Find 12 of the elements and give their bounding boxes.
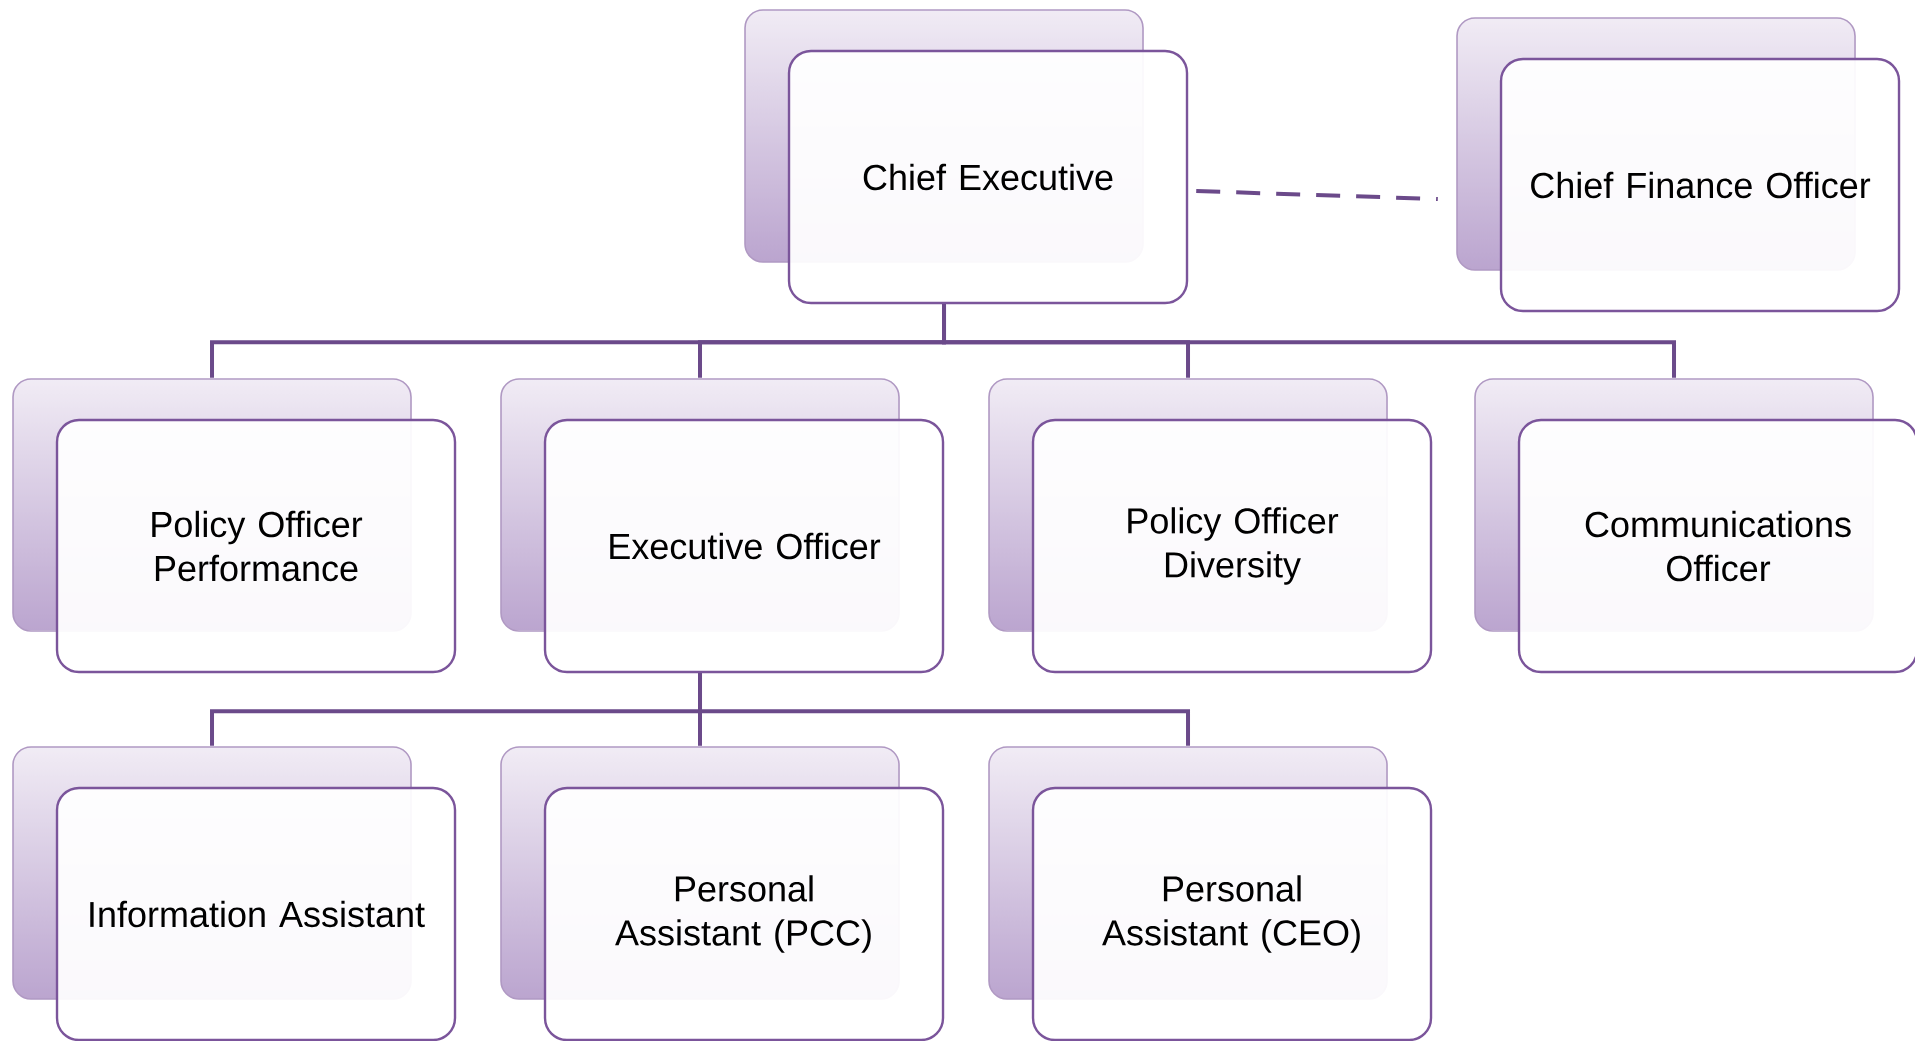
connector-line (942, 304, 1676, 378)
org-box: Executive Officer (500, 378, 945, 674)
org-box: Personal Assistant (CEO) (988, 746, 1433, 1041)
connector-line (698, 673, 1190, 746)
connector-line (1196, 189, 1438, 201)
org-box: Chief Finance Officer (1456, 17, 1901, 313)
org-box: Information Assistant (12, 746, 457, 1041)
org-box: Personal Assistant (PCC) (500, 746, 945, 1041)
org-box: Policy Officer Performance (12, 378, 457, 674)
org-box: Communications Officer (1474, 378, 1915, 674)
org-box: Policy Officer Diversity (988, 378, 1433, 674)
org-box: Chief Executive (744, 9, 1189, 305)
